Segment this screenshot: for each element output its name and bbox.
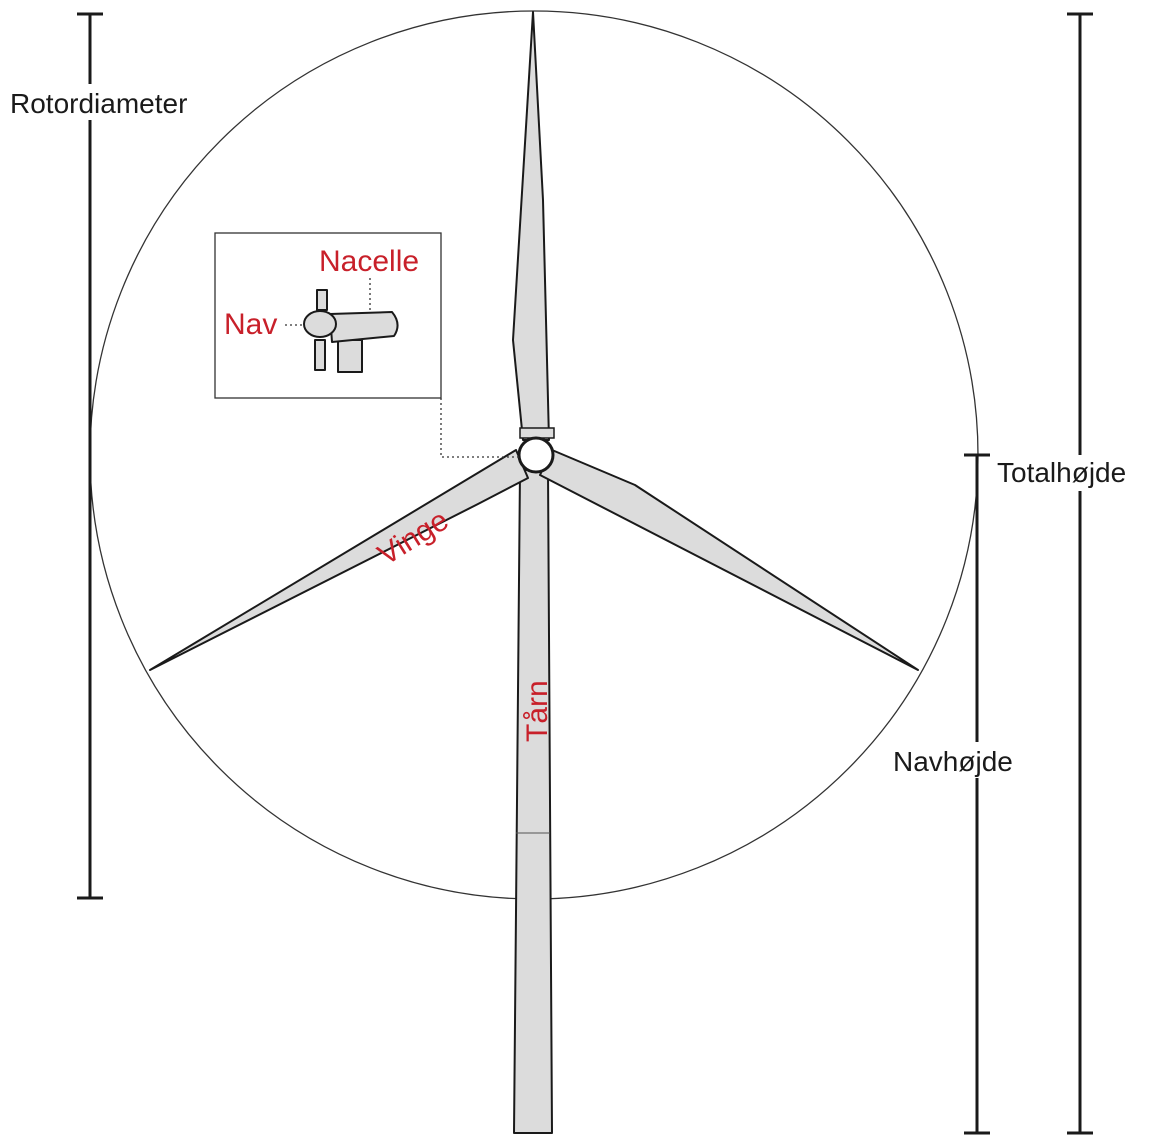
label-navhojde: Navhøjde bbox=[893, 746, 1013, 777]
label-totalhojde: Totalhøjde bbox=[997, 457, 1126, 488]
label-rotordiameter: Rotordiameter bbox=[10, 88, 187, 119]
label-taarn: Tårn bbox=[521, 680, 554, 742]
tower bbox=[513, 469, 553, 1134]
label-nacelle: Nacelle bbox=[319, 245, 419, 278]
hub bbox=[517, 436, 555, 474]
inset-leader bbox=[440, 398, 520, 458]
rotordiameter-dimension bbox=[77, 12, 103, 900]
blade-top bbox=[512, 11, 550, 441]
blade-right bbox=[539, 449, 919, 671]
blade-left bbox=[149, 449, 529, 671]
nacelle-top-detail bbox=[519, 427, 555, 439]
nacelle-illustration bbox=[303, 289, 399, 373]
totalhojde-dimension bbox=[1067, 12, 1093, 1135]
navhojde-dimension bbox=[964, 453, 990, 1135]
label-nav: Nav bbox=[224, 308, 277, 341]
